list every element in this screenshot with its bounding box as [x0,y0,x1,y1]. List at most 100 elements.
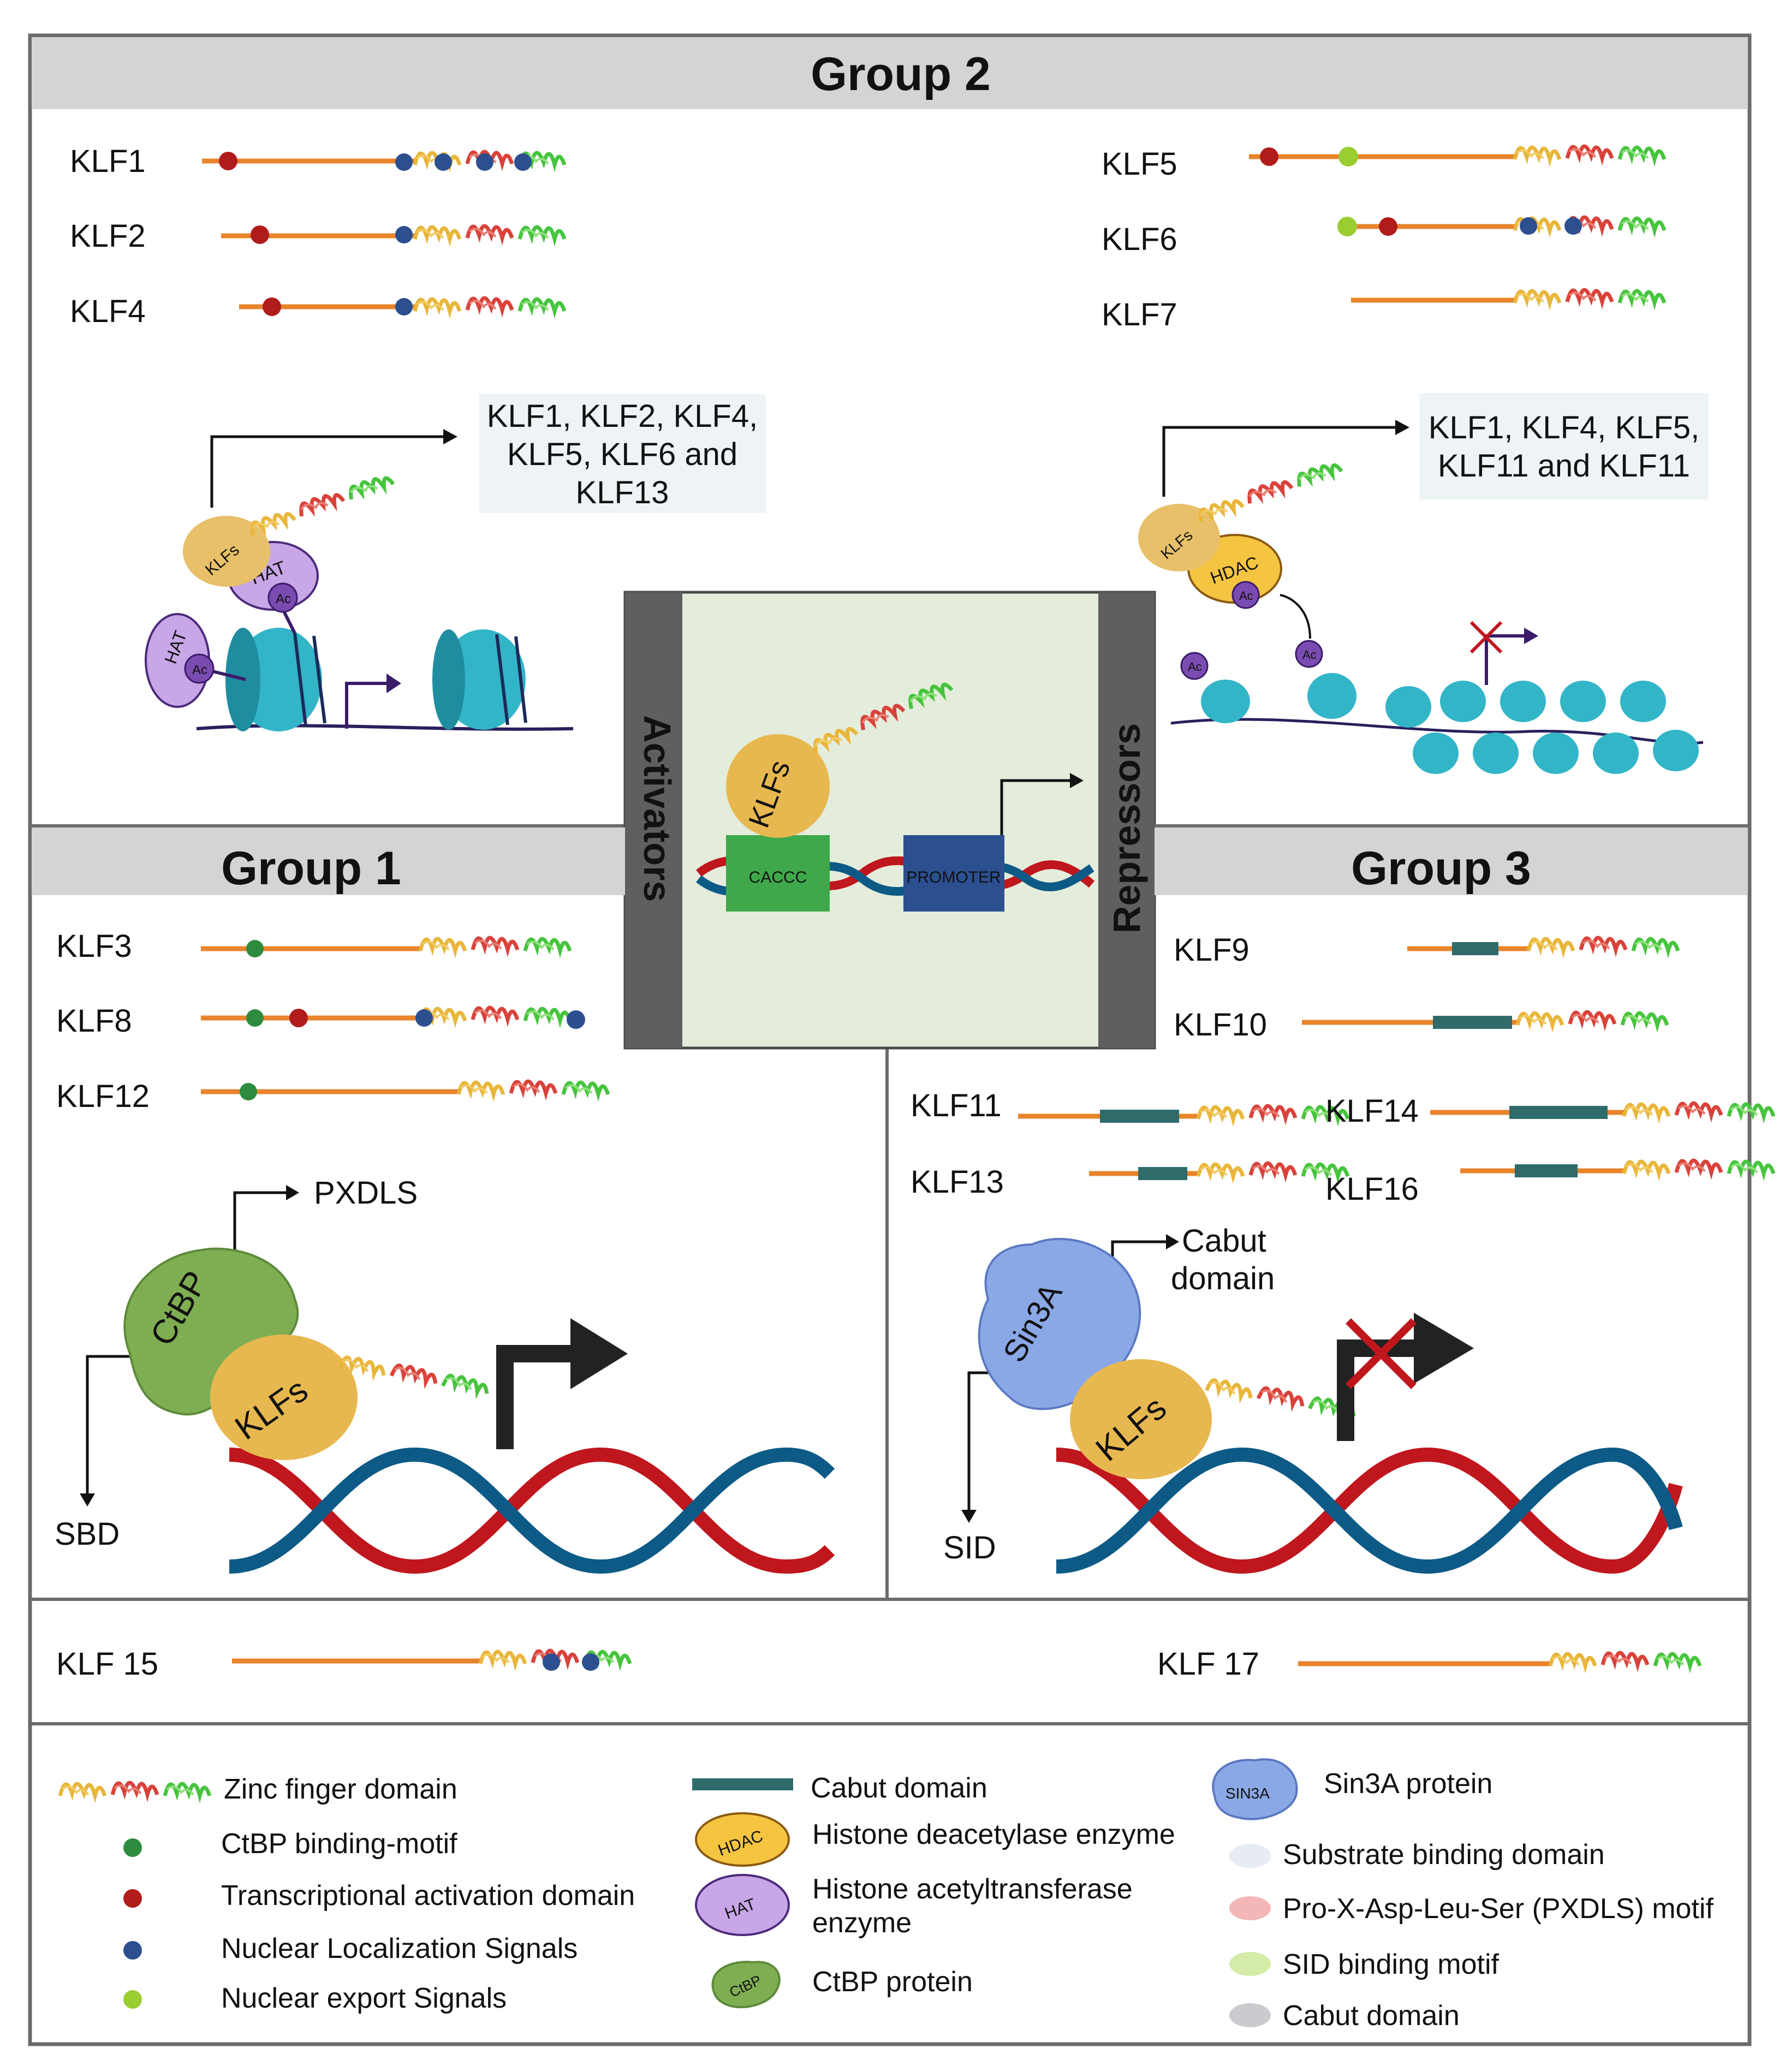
ctbp-legend-icon [711,1961,781,2009]
klf10-domain-bar [1302,1012,1667,1029]
sin3a-legend-icon [1212,1758,1298,1820]
klf14-domain-bar [1430,1103,1774,1119]
repressor-chromatin-illustration: HDAC Ac Ac Ac KLFs [1138,459,1704,774]
nes-legend-dot [123,1990,142,2009]
ac-label: Ac [1239,589,1253,603]
block-cross [1469,621,1503,654]
klf-label: KLF4 [70,294,146,329]
klf-label: KLF7 [1102,297,1177,332]
caccc-label: CACCC [749,868,807,886]
klf17-domain-bar [1298,1653,1700,1666]
repressor-targets-line: KLF11 and KLF11 [1438,448,1690,484]
legend-text: Zinc finger domain [224,1773,457,1805]
group2-title: Group 2 [811,48,991,100]
legend-text: CtBP protein [812,1966,973,1998]
activation-legend-dot [123,1889,142,1908]
ac-label: Ac [1302,648,1317,662]
promoter-box [903,835,1004,912]
klf4-domain-bar [239,297,564,316]
activators-side-bar [625,592,682,1048]
legend-text: Cabut domain [811,1772,987,1804]
sid-label: SID [943,1530,996,1565]
legend-text: Sin3A protein [1324,1768,1492,1800]
group3-header-bar [1155,827,1748,895]
klf17-label: KLF 17 [1157,1646,1259,1682]
klf-label: KLF1 [70,144,146,179]
klf-label: KLF16 [1325,1171,1419,1207]
acetyl-group [1295,640,1323,668]
klf-label: KLF2 [70,218,146,254]
klf-label: KLF11 [911,1088,1002,1123]
klf-label: KLF5 [1102,146,1177,182]
activator-targets-line: KLF13 [576,475,669,510]
klf-label: KLF13 [911,1164,1004,1200]
klf11-domain-bar [1018,1106,1348,1123]
acetyl-group [1180,652,1209,680]
activation-domain-dot [219,152,237,170]
cabut-domain-legend-icon [1229,2003,1271,2027]
acetyl-group [184,653,215,684]
center-panel [623,591,1156,1050]
activator-chromatin-illustration: HAT Ac HAT Ac KLFs [145,472,574,731]
klf-label: KLF14 [1325,1093,1419,1129]
legend-text: Cabut domain [1283,2000,1460,2032]
acetyl-group [1231,581,1260,609]
sid-legend-icon [1229,1952,1271,1976]
klf-protein-blob [183,516,270,587]
klf15-domain-bar [232,1651,630,1671]
klf-protein-blob [210,1335,358,1460]
cabut-legend-bar [692,1778,793,1790]
activator-targets-line: KLF5, KLF6 and [507,437,737,472]
legend-text: enzyme [812,1907,912,1939]
klf12-domain-bar [201,1081,608,1100]
nucleosome-row [1201,673,1699,774]
group2-header-bar [32,37,1748,109]
repression-arrow [1162,426,1399,497]
klf-protein-blob [726,734,830,838]
repressors-label: Repressors [1105,723,1148,933]
group1-title: Group 1 [221,842,401,895]
klf-label: KLF12 [56,1079,150,1114]
repressors-side-bar [1098,592,1155,1048]
klf16-domain-bar [1460,1160,1774,1177]
group1-dna [229,1447,835,1574]
repressor-targets-line: KLF1, KLF4, KLF5, [1429,410,1699,445]
cabut-label-line: domain [1171,1261,1275,1296]
klf-label: KLF3 [56,928,132,964]
activators-label: Activators [636,715,679,902]
sin3a-protein [978,1237,1141,1410]
cabut-label-line: Cabut [1182,1223,1266,1259]
nls-legend-dot [123,1941,142,1960]
ctbp-motif-legend-dot [123,1838,142,1857]
tss-arrow [345,682,389,729]
legend-text: Nuclear Localization Signals [221,1933,578,1964]
klf-label: KLF10 [1174,1007,1267,1043]
repressor-target-box [1419,393,1709,499]
klf8-domain-bar [201,1008,585,1029]
activator-targets-line: KLF1, KLF2, KLF4, [487,398,758,434]
ctbp-protein [123,1247,299,1416]
klf7-domain-bar [1351,290,1664,303]
group1-header-bar [32,827,625,895]
active-transcription-arrow [496,1345,584,1449]
hat-legend-icon [695,1874,790,1936]
activation-arrow [210,435,447,508]
pxdls-label: PXDLS [314,1175,418,1211]
legend-text: Histone acetyltransferase [812,1873,1133,1905]
legend-text: SID binding motif [1283,1949,1500,1980]
klf-protein-blob [1070,1359,1212,1479]
pxdls-legend-icon [1229,1896,1271,1920]
klf13-domain-bar [1089,1163,1348,1180]
klf-label: KLF6 [1102,222,1177,257]
blocked-transcription-arrow [1337,1339,1419,1441]
klf1-domain-bar [202,152,564,171]
nucleosome-icon [432,629,527,730]
klf9-domain-bar [1407,938,1678,955]
block-cross [1346,1318,1417,1389]
klf3-domain-bar [201,938,570,957]
caccc-box [726,835,830,912]
legend-text: Nuclear export Signals [221,1982,507,2014]
promoter-arrow [1000,779,1073,835]
activator-target-box [479,394,766,513]
